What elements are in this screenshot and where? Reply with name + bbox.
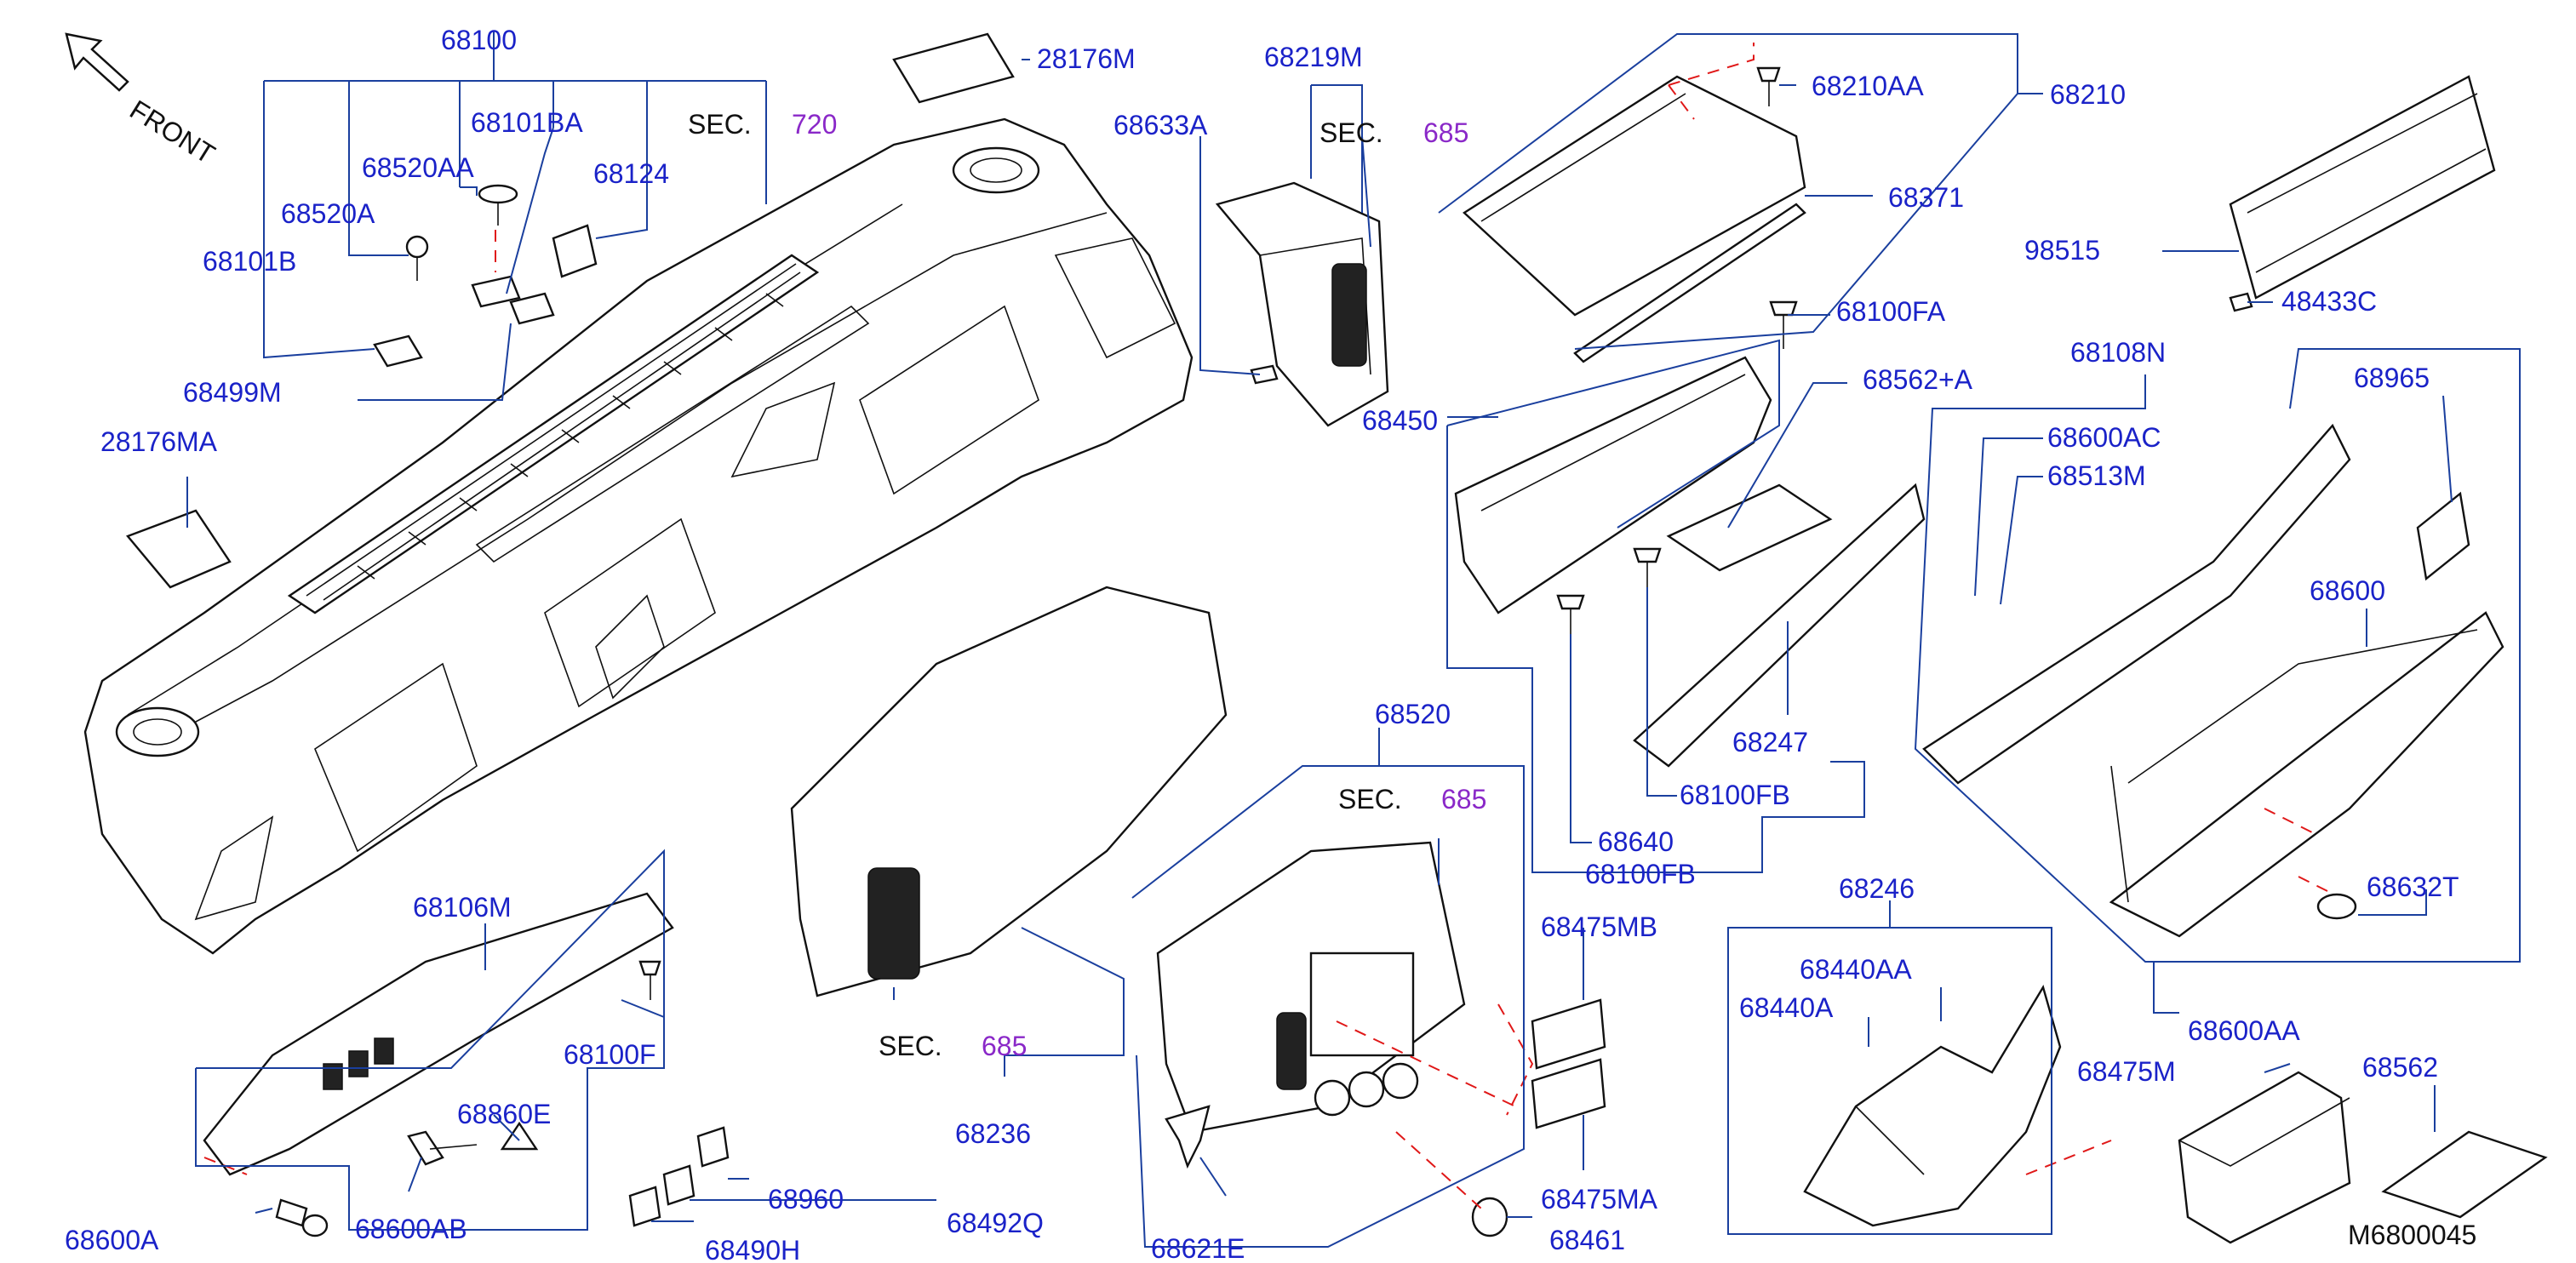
label-68100fb-b: 68100FB [1585, 859, 1696, 889]
box-68475m-drawing [2178, 1071, 2351, 1244]
label-68219m: 68219M [1264, 42, 1363, 72]
leader-lines [186, 31, 2521, 1248]
label-68600: 68600 [2310, 575, 2385, 606]
front-arrow-icon [65, 32, 129, 92]
pad-68562a-drawing [1666, 483, 1833, 572]
label-68461: 68461 [1549, 1225, 1625, 1255]
label-68600ab: 68600AB [355, 1214, 467, 1244]
label-68101b: 68101B [203, 246, 296, 277]
label-68440aa: 68440AA [1800, 954, 1912, 985]
mat-68562-drawing [2381, 1130, 2548, 1219]
label-68513m: 68513M [2047, 460, 2146, 491]
label-68100: 68100 [441, 25, 517, 55]
label-68600a: 68600A [65, 1225, 159, 1255]
diagram-code: M6800045 [2348, 1220, 2476, 1250]
label-68210aa: 68210AA [1812, 71, 1924, 101]
trim-68965-drawing [2416, 491, 2470, 581]
label-68492q: 68492Q [947, 1208, 1044, 1238]
label-68475mb: 68475MB [1541, 912, 1657, 942]
sec-685-c: 685 [1441, 784, 1486, 814]
label-68106m: 68106M [413, 892, 512, 923]
label-68520a: 68520A [281, 198, 375, 229]
sec-prefix-685-a: SEC. [1319, 117, 1383, 148]
label-68475ma: 68475MA [1541, 1184, 1658, 1214]
airbag-module-98515-drawing [2229, 75, 2496, 300]
center-cluster-68520-drawing [1156, 841, 1466, 1134]
label-68960: 68960 [768, 1184, 844, 1214]
clip-drawings [373, 184, 598, 368]
label-68490h: 68490H [705, 1235, 800, 1263]
glove-box-upper-68450-drawing [1454, 356, 1772, 614]
label-68440a: 68440A [1739, 992, 1834, 1023]
sec-prefix-685-c: SEC. [1338, 784, 1402, 814]
part-labels: 68100 68101BA 68520AA 68124 68520A 68101… [65, 25, 2459, 1263]
label-68965: 68965 [2354, 363, 2430, 393]
label-68640: 68640 [1598, 826, 1674, 857]
label-68450: 68450 [1362, 405, 1438, 436]
label-68600aa: 68600AA [2188, 1015, 2300, 1046]
small-part-drawings [275, 1121, 730, 1237]
lid-68247-drawing [1633, 483, 1926, 768]
label-68371: 68371 [1888, 182, 1964, 213]
knee-panel-68106m-drawing [203, 892, 674, 1176]
bumper-68632t-drawing [2316, 893, 2357, 920]
sec-685-a: 685 [1423, 117, 1468, 148]
bracket-68246-drawing [1803, 985, 2062, 1227]
bolt-drawings [638, 66, 2253, 1000]
plug-68461-drawing [1471, 1197, 1508, 1237]
sec-685-b: 685 [982, 1031, 1027, 1061]
airbag-cover-68210-drawing [1463, 75, 1806, 317]
label-68236: 68236 [955, 1118, 1031, 1149]
label-68100fb-a: 68100FB [1680, 780, 1790, 810]
cluster-hood-68236-drawing [790, 586, 1228, 997]
label-48433c: 48433C [2281, 286, 2377, 317]
clip-68621e-drawing [1165, 1105, 1211, 1169]
label-68499m: 68499M [183, 377, 282, 408]
cap-28176m-drawing [892, 32, 1015, 104]
label-68108n: 68108N [2070, 337, 2166, 368]
label-68100fa: 68100FA [1836, 296, 1946, 327]
label-68520: 68520 [1375, 699, 1451, 729]
label-98515: 98515 [2024, 235, 2100, 266]
label-68860e: 68860E [457, 1099, 551, 1129]
label-68101ba: 68101BA [471, 107, 583, 138]
cap-28176ma-drawing [125, 509, 232, 589]
label-68562: 68562 [2362, 1052, 2438, 1083]
pocket-drawings [1531, 998, 1606, 1129]
label-68562a: 68562+A [1863, 364, 1973, 395]
label-68633a: 68633A [1113, 110, 1208, 140]
sec-prefix-720: SEC. [688, 109, 752, 140]
label-68210: 68210 [2050, 79, 2126, 110]
sec-720: 720 [792, 109, 837, 140]
front-label: FRONT [124, 94, 220, 169]
label-28176m: 28176M [1037, 43, 1136, 74]
label-68600ac: 68600AC [2047, 422, 2161, 453]
label-68632t: 68632T [2367, 872, 2459, 902]
strip-68371-drawing [1573, 203, 1806, 363]
section-references: SEC. 720 SEC. 685 SEC. 685 SEC. 685 [688, 109, 1486, 1061]
sec-prefix-685-b: SEC. [879, 1031, 942, 1061]
label-68100f: 68100F [564, 1039, 656, 1070]
label-28176ma: 28176MA [100, 426, 218, 457]
label-68124: 68124 [593, 158, 669, 189]
instrument-panel-drawing [83, 117, 1194, 955]
glove-box-68600-drawing [1922, 423, 2504, 938]
label-68520aa: 68520AA [362, 152, 474, 183]
label-68475m: 68475M [2077, 1056, 2176, 1087]
label-68246: 68246 [1839, 873, 1915, 904]
vent-housing-68219m-drawing [1215, 181, 1389, 427]
label-68247: 68247 [1732, 727, 1808, 757]
label-68621e: 68621E [1151, 1233, 1245, 1263]
